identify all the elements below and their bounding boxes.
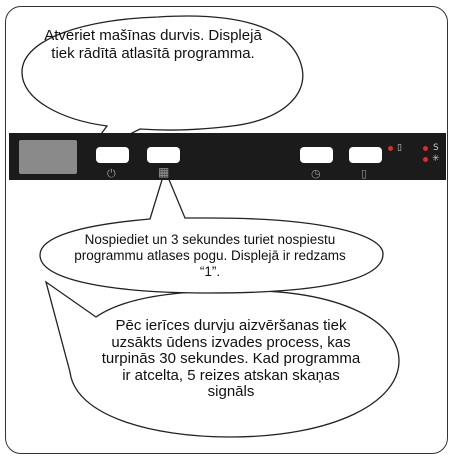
salt-led xyxy=(423,146,428,151)
callout-text-hold-button: Nospiediet un 3 sekundes turiet nospiest… xyxy=(74,232,346,279)
half-load-indicator-icon: ▯ xyxy=(397,143,402,153)
callout-bubble-close-door xyxy=(44,280,400,438)
callout-text-open-door: Atveriet mašīnas durvis. Displejā tiek r… xyxy=(44,27,262,62)
power-icon: ⏻ xyxy=(107,167,116,180)
delay-button[interactable] xyxy=(300,147,333,163)
clock-icon: ◷ xyxy=(311,167,321,180)
rinse-aid-led xyxy=(423,157,428,162)
salt-icon: S xyxy=(433,143,439,153)
power-button[interactable] xyxy=(96,147,129,163)
program-button[interactable] xyxy=(147,147,180,163)
half-load-icon: ▯ xyxy=(361,167,368,180)
program-grid-icon: ▦ xyxy=(158,165,170,179)
control-panel: ⏻ ▦ ◷ ▯ ▯ S ✳ xyxy=(9,133,446,180)
callout-text-close-door: Pēc ierīces durvju aizvēršanas tiek uzsā… xyxy=(101,317,361,400)
rinse-aid-icon: ✳ xyxy=(432,154,440,164)
half-load-button[interactable] xyxy=(349,147,382,163)
callout-bubble-open-door xyxy=(21,15,304,158)
program-display xyxy=(19,140,77,174)
callout-bubble-hold-button xyxy=(39,168,384,294)
half-load-led xyxy=(388,146,393,151)
